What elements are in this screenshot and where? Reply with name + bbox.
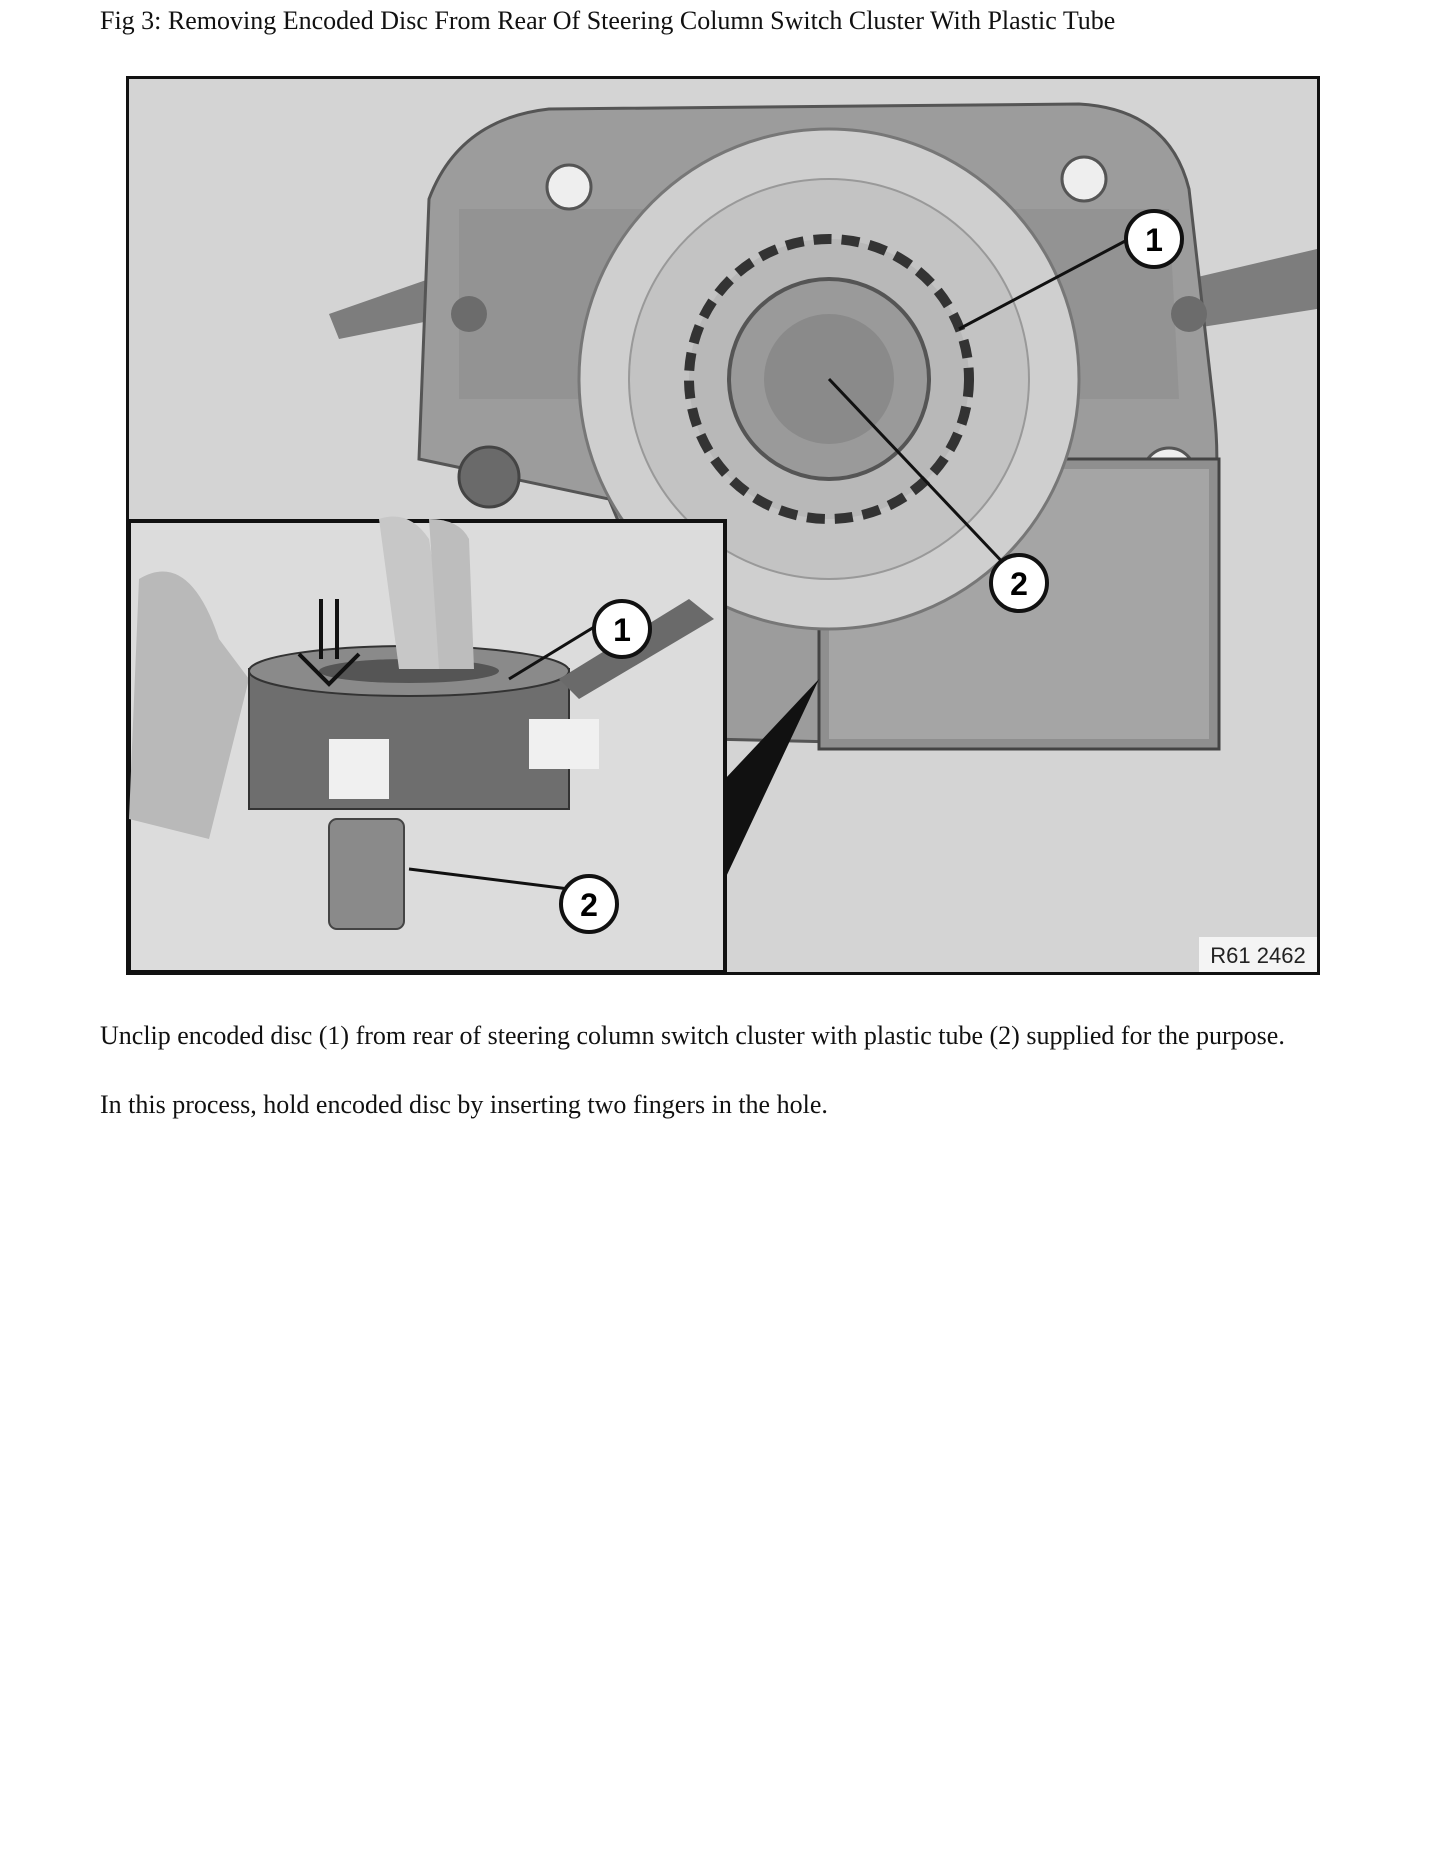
callout-main-2: 2 [1010,566,1028,602]
figure-reference-code: R61 2462 [1210,943,1305,968]
callout-inset-1: 1 [613,612,631,648]
figure-caption: Fig 3: Removing Encoded Disc From Rear O… [100,6,1116,35]
callout-inset-2: 2 [580,887,598,923]
instruction-note: In this process, hold encoded disc by in… [100,1090,828,1119]
figure-illustration: 1 2 1 2 R61 2462 [126,76,1320,975]
instruction-paragraph: Unclip encoded disc (1) from rear of ste… [100,1021,1285,1050]
callout-main-1: 1 [1145,222,1163,258]
